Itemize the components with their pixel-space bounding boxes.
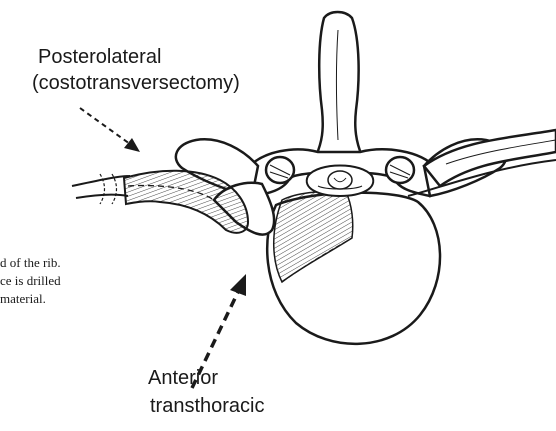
anterior-label-line1: Anterior bbox=[148, 366, 218, 390]
posterolateral-arrowhead bbox=[124, 138, 140, 152]
spinous-process bbox=[316, 12, 362, 156]
anterior-label-line2: transthoracic bbox=[150, 394, 265, 418]
posterolateral-label-line1: Posterolateral bbox=[38, 45, 161, 69]
caption-line2: ce is drilled bbox=[0, 272, 61, 289]
left-rib-shaft bbox=[72, 176, 130, 198]
anterior-arrowhead bbox=[230, 274, 246, 296]
posterolateral-label-line2: (costotransversectomy) bbox=[32, 71, 240, 95]
posterolateral-arrow-shaft bbox=[80, 108, 130, 144]
caption-line1: d of the rib. bbox=[0, 254, 61, 271]
caption-line3: material. bbox=[0, 290, 46, 307]
right-rib bbox=[424, 130, 556, 186]
spinal-cord bbox=[328, 171, 352, 189]
